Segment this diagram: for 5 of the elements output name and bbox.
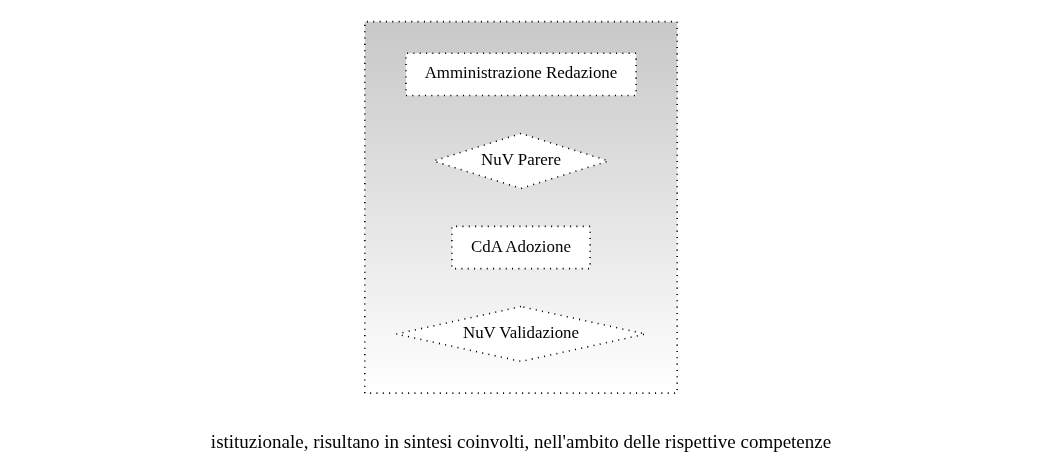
cluster bbox=[364, 20, 678, 394]
node-box: Amministrazione Redazione bbox=[405, 52, 637, 96]
node-box: CdA Adozione bbox=[451, 225, 591, 269]
node-diamond: NuV Validazione bbox=[395, 305, 647, 362]
label: istituzionale, risultano in sintesi coinvolti, nell'ambito delle rispettive competenze bbox=[210, 430, 832, 452]
